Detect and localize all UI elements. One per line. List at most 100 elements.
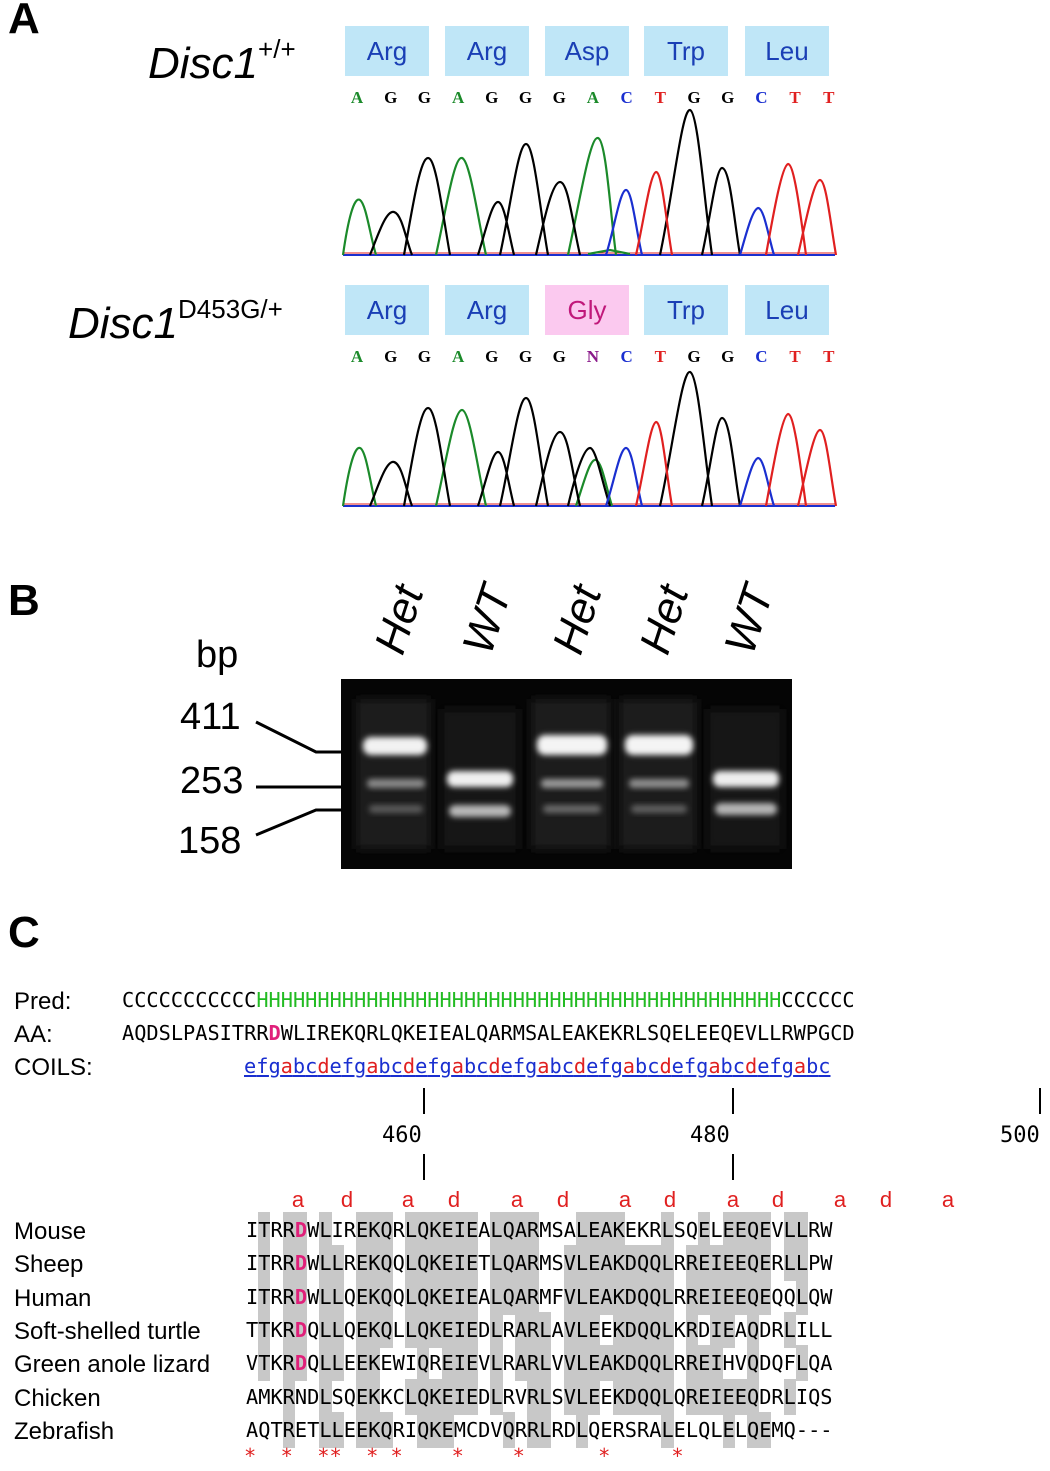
coils-row-label: COILS:	[14, 1054, 93, 1081]
residue: L	[331, 1284, 344, 1309]
residue: L	[319, 1351, 332, 1376]
residue: L	[575, 1417, 589, 1442]
residue: L	[404, 1384, 418, 1409]
residue: I	[710, 1384, 723, 1409]
residue: L	[319, 1251, 332, 1276]
residue: E	[355, 1417, 369, 1442]
residue: K	[612, 1218, 625, 1242]
residue: L	[661, 1317, 674, 1342]
residue: V	[563, 1317, 576, 1342]
panel-b-label: B	[8, 576, 40, 625]
codon-box-trp: Trp	[644, 26, 728, 76]
residue: E	[465, 1284, 479, 1309]
residue: K	[429, 1384, 442, 1409]
residue: A	[600, 1284, 613, 1309]
residue: L	[539, 1384, 552, 1409]
residue: I	[453, 1351, 466, 1376]
residue: R	[527, 1284, 540, 1309]
residue: K	[429, 1417, 442, 1442]
genotype-mutant: Disc1D453G/+	[68, 294, 283, 349]
codon-box-arg: Arg	[445, 26, 529, 76]
residue: S	[820, 1384, 833, 1409]
residue: Q	[417, 1284, 430, 1309]
residue: Q	[417, 1384, 430, 1409]
coils-heptad-register: efgabcdefgabcdefgabcdefgabcdefgabcdefgab…	[244, 1056, 831, 1076]
residue: Q	[417, 1317, 430, 1342]
residue: K	[612, 1251, 625, 1276]
pred-row-label: Pred:	[14, 988, 72, 1015]
residue: Q	[392, 1284, 405, 1309]
heptad-letter: c	[818, 1054, 831, 1078]
residue: L	[783, 1384, 796, 1409]
heptad-letter: a	[280, 1054, 293, 1078]
residue: K	[368, 1218, 381, 1242]
residue: E	[722, 1317, 735, 1342]
base-call: G	[552, 88, 566, 107]
residue: L	[661, 1218, 674, 1242]
residue: I	[404, 1417, 418, 1442]
residue: I	[453, 1251, 466, 1276]
heptad-position-a: a	[618, 1187, 632, 1212]
residue: Q	[746, 1284, 760, 1309]
heptad-letter: d	[573, 1054, 587, 1078]
heptad-letter: b	[806, 1054, 819, 1078]
aligned-sequence: VTKRDQLLEEKEWIQREIEVLRARLVVLEAKDQQLRREIH…	[246, 1351, 833, 1376]
residue: I	[453, 1317, 466, 1342]
residue: A	[478, 1218, 491, 1242]
residue: I	[710, 1317, 723, 1342]
residue: E	[698, 1384, 711, 1409]
codon-box-leu: Leu	[745, 285, 829, 335]
residue: L	[490, 1284, 503, 1309]
residue: E	[380, 1351, 393, 1376]
residue: L	[331, 1251, 344, 1276]
residue: Q	[771, 1284, 784, 1309]
base-call: T	[654, 88, 666, 107]
residue: Q	[771, 1351, 784, 1376]
residue: L	[783, 1317, 796, 1342]
residue: E	[673, 1417, 686, 1442]
residue: L	[820, 1317, 833, 1342]
residue: R	[270, 1251, 283, 1276]
residue: E	[734, 1251, 747, 1276]
residue: W	[820, 1284, 833, 1309]
residue: W	[307, 1251, 320, 1276]
heptad-letter: g	[696, 1054, 709, 1078]
heptad-letter: e	[757, 1054, 770, 1078]
residue: I	[404, 1351, 418, 1376]
residue: R	[527, 1417, 540, 1442]
residue: E	[734, 1284, 747, 1309]
panel-a-label: A	[8, 0, 40, 43]
tick-label-460: 460	[382, 1123, 422, 1148]
residue: Q	[746, 1417, 760, 1442]
trace-c	[604, 446, 776, 507]
residue: V	[514, 1384, 528, 1409]
heptad-position-d: d	[663, 1187, 677, 1212]
residue: R	[527, 1317, 540, 1342]
residue: A	[246, 1384, 259, 1409]
heptad-letter: d	[488, 1054, 501, 1078]
residue: Q	[343, 1317, 356, 1342]
residue: Q	[307, 1351, 320, 1376]
residue: E	[355, 1284, 369, 1309]
residue: Q	[673, 1384, 686, 1409]
genotype-superscript: D453G/+	[178, 294, 283, 324]
heptad-letter: c	[476, 1054, 489, 1078]
base-call: C	[755, 88, 768, 107]
heptad-letter: a	[793, 1054, 807, 1078]
heptad-letter: c	[305, 1054, 318, 1078]
residue: R	[771, 1384, 784, 1409]
residue: Q	[502, 1251, 515, 1276]
residue: L	[490, 1384, 503, 1409]
residue: Q	[417, 1351, 430, 1376]
heptad-letter: f	[427, 1054, 440, 1078]
residue: S	[551, 1251, 564, 1276]
residue: Q	[746, 1317, 760, 1342]
residue: L	[710, 1417, 723, 1442]
residue: R	[282, 1218, 295, 1242]
residue: L	[734, 1417, 747, 1442]
residue: Q	[380, 1317, 393, 1342]
chromatogram-wild-type	[341, 108, 838, 256]
residue: Q	[417, 1417, 430, 1442]
heptad-letter: g	[439, 1054, 452, 1078]
residue: E	[734, 1384, 747, 1409]
